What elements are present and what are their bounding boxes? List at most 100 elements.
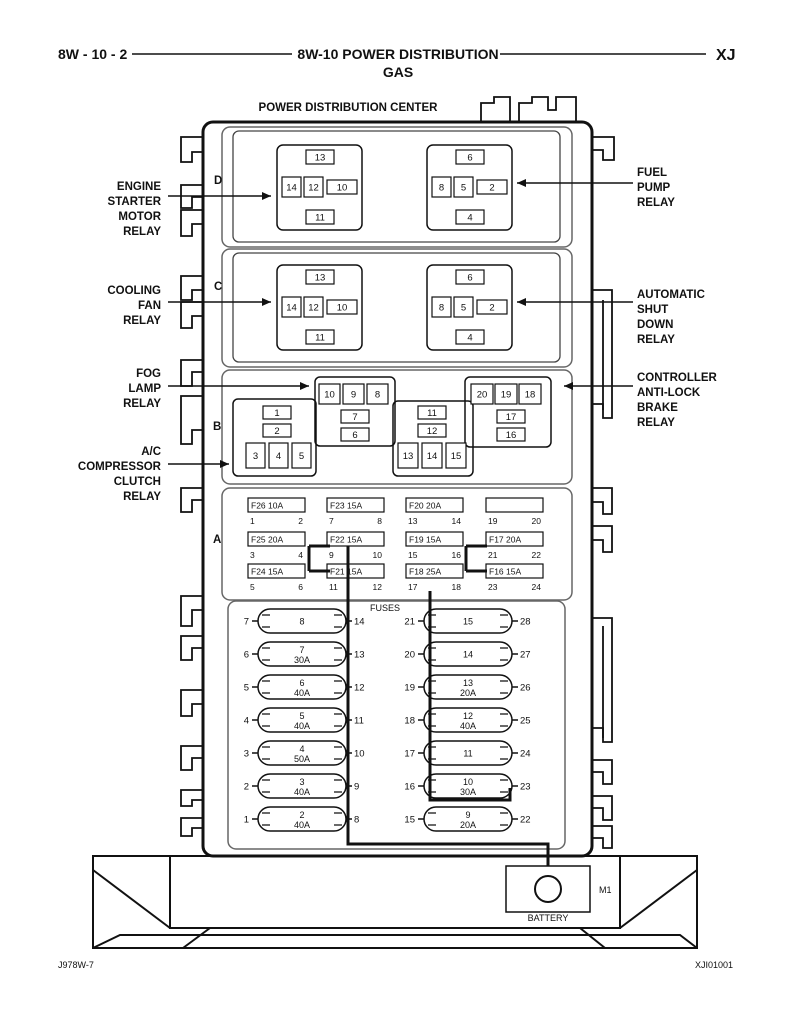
relay-pin-center: 5	[461, 183, 466, 194]
relay-pin-left-box	[281, 176, 302, 198]
header-title: 8W-10 POWER DISTRIBUTION	[297, 46, 498, 62]
maxi-pin-in: 3	[244, 749, 249, 760]
mini-fuse-pin-right: 12	[373, 582, 383, 592]
maxi-pin-in: 21	[404, 617, 415, 628]
ac-pin: 4	[276, 451, 281, 462]
maxi-fuse-name: 2	[299, 810, 304, 820]
abs-pin: 20	[477, 390, 488, 401]
row-c-frame	[221, 248, 573, 368]
relay-pin-bottom-box	[305, 209, 335, 225]
abs-label-line: ANTI-LOCK	[637, 387, 701, 399]
mini-fuse-label: F25 20A	[251, 535, 283, 545]
ac-label-line: COMPRESSOR	[78, 461, 162, 473]
mini-fuse-pin-right: 14	[452, 516, 462, 526]
ac-pin-box	[262, 405, 292, 420]
maxi-pin-in: 2	[244, 782, 249, 793]
cooling_fan-label-line: COOLING	[107, 285, 161, 297]
mid-pin-box	[445, 442, 467, 469]
relay-pin-right-box	[476, 299, 508, 315]
relay-pin-top: 13	[315, 273, 326, 284]
relay-pin-left: 14	[286, 183, 297, 194]
relay-pin-left: 8	[439, 303, 444, 314]
ac-pin-box	[245, 442, 266, 469]
relay-pin-left-box	[431, 176, 452, 198]
mini-fuse-label: F20 20A	[409, 501, 441, 511]
maxi-fuse-amp: 40A	[294, 688, 310, 698]
fog-pin: 7	[352, 412, 357, 423]
relay-pin-bottom: 11	[315, 213, 325, 224]
relay-pin-center-box	[453, 296, 474, 318]
ac-pin-box	[291, 442, 312, 469]
mini-fuse-pin-right: 20	[532, 516, 542, 526]
mid-pin-box	[417, 423, 447, 438]
footer-left: J978W-7	[58, 960, 94, 970]
maxi-pin-in: 1	[244, 815, 249, 826]
fuel_pump-label-line: PUMP	[637, 182, 671, 194]
row-d-frame	[221, 126, 573, 248]
maxi-fuse-blade	[262, 713, 342, 727]
footer-right: XJI01001	[695, 960, 733, 970]
relay-pin-right-box	[326, 299, 358, 315]
mini-fuse-label: F21 15A	[330, 567, 362, 577]
maxi-pin-in: 19	[404, 683, 415, 694]
maxi-pin-out: 23	[520, 782, 531, 793]
maxi-fuse-name: 7	[299, 645, 304, 655]
maxi-pin-out: 14	[354, 617, 365, 628]
row-c-inner	[232, 252, 561, 363]
mid-pin: 14	[427, 451, 438, 462]
mini-fuse-1	[247, 497, 306, 513]
fog-pin-box	[340, 409, 370, 424]
maxi-fuse-blade	[262, 614, 342, 628]
row-d-inner	[232, 130, 561, 243]
maxi-fuse-name: 12	[463, 711, 473, 721]
mini-fuse-label: F16 15A	[489, 567, 521, 577]
abs-pin-box	[496, 409, 526, 424]
page-number: 8W - 10 - 2	[58, 46, 127, 62]
mini-fuse-pin-left: 23	[488, 582, 498, 592]
relay-pin-top: 13	[315, 153, 326, 164]
fog-pin-box	[342, 383, 365, 405]
maxi-fuse-name: 6	[299, 678, 304, 688]
mini-fuse-8	[485, 531, 544, 547]
maxi-pin-out: 9	[354, 782, 359, 793]
relay-pin-top: 6	[467, 153, 472, 164]
relay-pin-top-box	[455, 269, 485, 285]
ac-pin: 1	[274, 408, 279, 419]
battery-label: BATTERY	[528, 913, 569, 923]
abs-pin: 18	[525, 390, 536, 401]
mini-fuse-label: F18 25A	[409, 567, 441, 577]
battery-id: M1	[599, 885, 612, 895]
maxi-pin-out: 12	[354, 683, 365, 694]
mini-fuse-pin-left: 7	[329, 516, 334, 526]
mini-fuse-pin-left: 17	[408, 582, 418, 592]
mini-fuse-3	[405, 497, 464, 513]
row-b-sockets	[232, 376, 552, 477]
mid-pin-box	[417, 405, 447, 420]
mini-fuse-pin-left: 11	[329, 582, 338, 592]
ac-pin: 5	[299, 451, 304, 462]
relay-pin-bottom: 4	[467, 333, 472, 344]
mini-fuse-pin-right: 6	[298, 582, 303, 592]
relay-pin-right-box	[476, 179, 508, 195]
ac-pin-box	[262, 423, 292, 438]
relay-pin-left-box	[431, 296, 452, 318]
relay-pin-bottom: 11	[315, 333, 325, 344]
header-subtitle: GAS	[383, 64, 413, 80]
mid-pin-box	[397, 442, 419, 469]
mini-fuse-pin-right: 16	[452, 550, 462, 560]
fog_lamp-label-line: LAMP	[128, 383, 161, 395]
mini-fuse-pin-left: 1	[250, 516, 255, 526]
relay-pin-top-box	[305, 269, 335, 285]
maxi-fuse-amp: 50A	[294, 754, 310, 764]
maxi-pin-in: 6	[244, 650, 249, 661]
relay-outline	[426, 264, 513, 351]
mini-fuse-pin-right: 4	[298, 550, 303, 560]
relay-pin-center-box	[453, 176, 474, 198]
relay-pin-bottom-box	[455, 209, 485, 225]
ac-pin: 3	[253, 451, 258, 462]
